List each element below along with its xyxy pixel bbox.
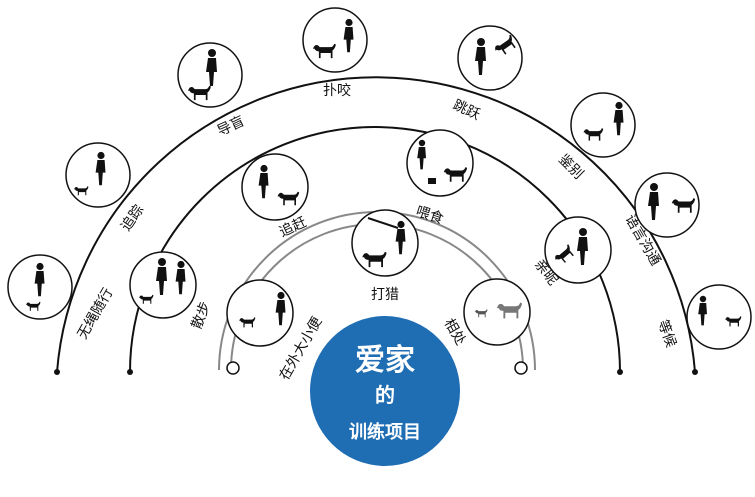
center-caption: 训练项目 — [349, 421, 421, 443]
center-title: 爱家 — [355, 343, 415, 378]
inner-item-dabianxiao: 在外大小便 — [226, 279, 325, 383]
endpoint-dot — [692, 369, 698, 375]
outer-label-2: 追踪 — [118, 202, 147, 234]
food-bowl-icon — [428, 178, 436, 184]
icon-circle — [463, 278, 531, 346]
middle-item-sanbu: 散步 — [129, 251, 214, 332]
outer-item-puyao: 扑咬 — [302, 7, 368, 99]
inner-item-dalie: 打猎 — [351, 209, 419, 303]
endpoint-dot — [54, 369, 60, 375]
inner-label-3: 相处 — [441, 316, 469, 348]
middle-item-weishi: 喂食 — [406, 129, 474, 227]
middle-label-1: 散步 — [189, 300, 214, 332]
outer-label-3: 导盲 — [215, 112, 248, 139]
icon-circle — [570, 92, 636, 158]
outer-item-jianbie: 鉴别 — [555, 92, 636, 183]
center-badge — [310, 316, 460, 466]
icon-circle — [351, 209, 419, 277]
outer-label-8: 等候 — [654, 318, 680, 350]
rifle-icon — [367, 217, 399, 229]
outer-item-zhuizong: 追踪 — [65, 142, 147, 234]
outer-item-wusheng: 无绳随行 — [7, 254, 117, 342]
outer-item-daomang: 导盲 — [177, 42, 248, 140]
endpoint-ring — [514, 361, 528, 375]
inner-item-xiangchu: 相处 — [441, 278, 531, 348]
icon-circle — [226, 279, 294, 347]
outer-item-yuyan: 语言沟通 — [622, 172, 700, 268]
outer-label-5: 跳跃 — [450, 97, 482, 123]
endpoint-dot — [617, 369, 623, 375]
endpoint-dot — [127, 369, 133, 375]
outer-item-tiaoyue: 跳跃 — [450, 25, 523, 123]
outer-item-denghou: 等候 — [654, 284, 752, 350]
icon-circle — [406, 129, 474, 197]
icon-circle — [65, 142, 131, 208]
icon-circle — [302, 7, 368, 73]
icon-circle — [457, 25, 523, 91]
icon-circle — [686, 284, 752, 350]
middle-item-zhuigan: 追赶 — [241, 153, 309, 241]
middle-item-qinni: 亲昵 — [531, 216, 612, 289]
inner-label-2: 打猎 — [371, 286, 399, 303]
endpoint-ring — [226, 361, 240, 375]
center-subtitle: 的 — [375, 383, 395, 407]
icon-circle — [241, 153, 309, 221]
outer-label-6: 鉴别 — [555, 152, 586, 183]
outer-label-1: 无绳随行 — [75, 286, 117, 342]
outer-label-4: 扑咬 — [323, 82, 351, 99]
